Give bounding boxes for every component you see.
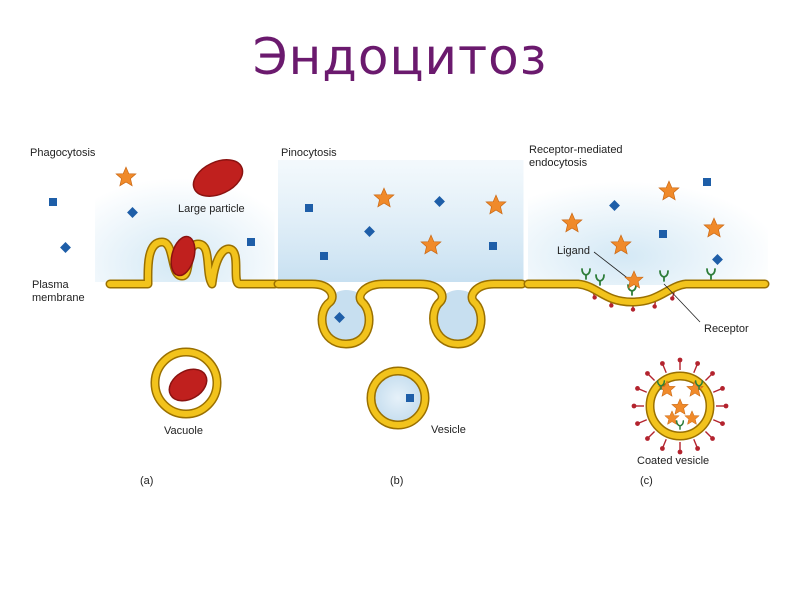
engulfed-particle-icon: [170, 235, 196, 277]
panel-a-heading: Phagocytosis: [30, 147, 96, 159]
panel-a-letter: (a): [140, 475, 153, 487]
coat-protein-head: [677, 449, 683, 455]
fluid-background-c: [528, 170, 768, 285]
panel-c: Receptor-mediated endocytosis Ligand: [523, 144, 770, 487]
receptor-label: Receptor: [704, 323, 749, 335]
plasma-membrane-label-line1: Plasma: [32, 279, 70, 291]
molecule-cube-icon: [320, 252, 328, 260]
panel-b-heading: Pinocytosis: [281, 147, 337, 159]
ligand-pointer: [593, 251, 631, 281]
vacuole-label: Vacuole: [164, 425, 203, 437]
coat-protein-head: [677, 357, 683, 363]
coat-protein-stem: [693, 365, 698, 374]
coat-protein-stem: [639, 388, 648, 393]
fluid-background-b: [278, 160, 524, 282]
large-particle-icon: [192, 159, 244, 197]
coat-protein-head: [645, 371, 650, 376]
molecule-cube-icon: [406, 394, 414, 402]
coat-protein-head: [645, 436, 650, 441]
coat-protein-head: [720, 421, 725, 427]
coat-protein-head: [720, 385, 725, 391]
coat-protein-head: [631, 403, 637, 409]
coat-protein-head: [659, 361, 665, 366]
molecule-diamond-icon: [60, 242, 71, 253]
coat-protein-stem: [648, 374, 656, 382]
coat-protein-head: [659, 446, 665, 451]
molecule-cube-icon: [703, 178, 711, 186]
coat-protein-stem: [704, 430, 712, 438]
vesicle-label: Vesicle: [431, 424, 466, 436]
coat-protein-head: [635, 385, 640, 391]
large-particle-label: Large particle: [178, 203, 245, 215]
molecule-cube-icon: [247, 238, 255, 246]
ligand-label: Ligand: [557, 245, 590, 257]
coat-protein-head: [695, 446, 701, 451]
plasma-membrane-label-line2: membrane: [32, 292, 85, 304]
panel-b-letter: (b): [390, 475, 403, 487]
slide-title: Эндоцитоз: [252, 28, 548, 86]
coat-protein-stem: [712, 419, 721, 424]
coat-protein-stem: [648, 430, 656, 438]
coated-vesicle-icon: [631, 357, 729, 455]
receptor-pointer: [663, 283, 701, 323]
panel-a: Phagocytosis Large particle Plasma membr…: [30, 147, 280, 487]
panel-c-letter: (c): [640, 475, 653, 487]
coat-protein-head: [710, 436, 715, 441]
coated-vesicle-label: Coated vesicle: [637, 455, 709, 467]
coat-protein-head: [723, 403, 729, 409]
panel-c-heading-line2: endocytosis: [529, 157, 588, 169]
plasma-membrane-b: [273, 279, 527, 349]
coat-protein-stem: [693, 438, 698, 447]
coat-protein-stem: [712, 388, 721, 393]
molecule-cube-icon: [305, 204, 313, 212]
coat-protein-head: [695, 361, 701, 366]
vacuole-particle-icon: [168, 368, 208, 402]
coat-protein-head: [710, 371, 715, 376]
molecule-cube-icon: [659, 230, 667, 238]
panel-c-heading-line1: Receptor-mediated: [529, 144, 623, 156]
coat-protein-stem: [704, 374, 712, 382]
molecule-cube-icon: [49, 198, 57, 206]
coat-protein-stem: [662, 365, 667, 374]
coat-protein-stem: [639, 419, 648, 424]
panel-b: Pinocytosis Vesicle (b): [273, 147, 527, 487]
coat-protein-stem: [662, 438, 667, 447]
molecule-cube-icon: [489, 242, 497, 250]
coat-protein-head: [635, 421, 640, 427]
